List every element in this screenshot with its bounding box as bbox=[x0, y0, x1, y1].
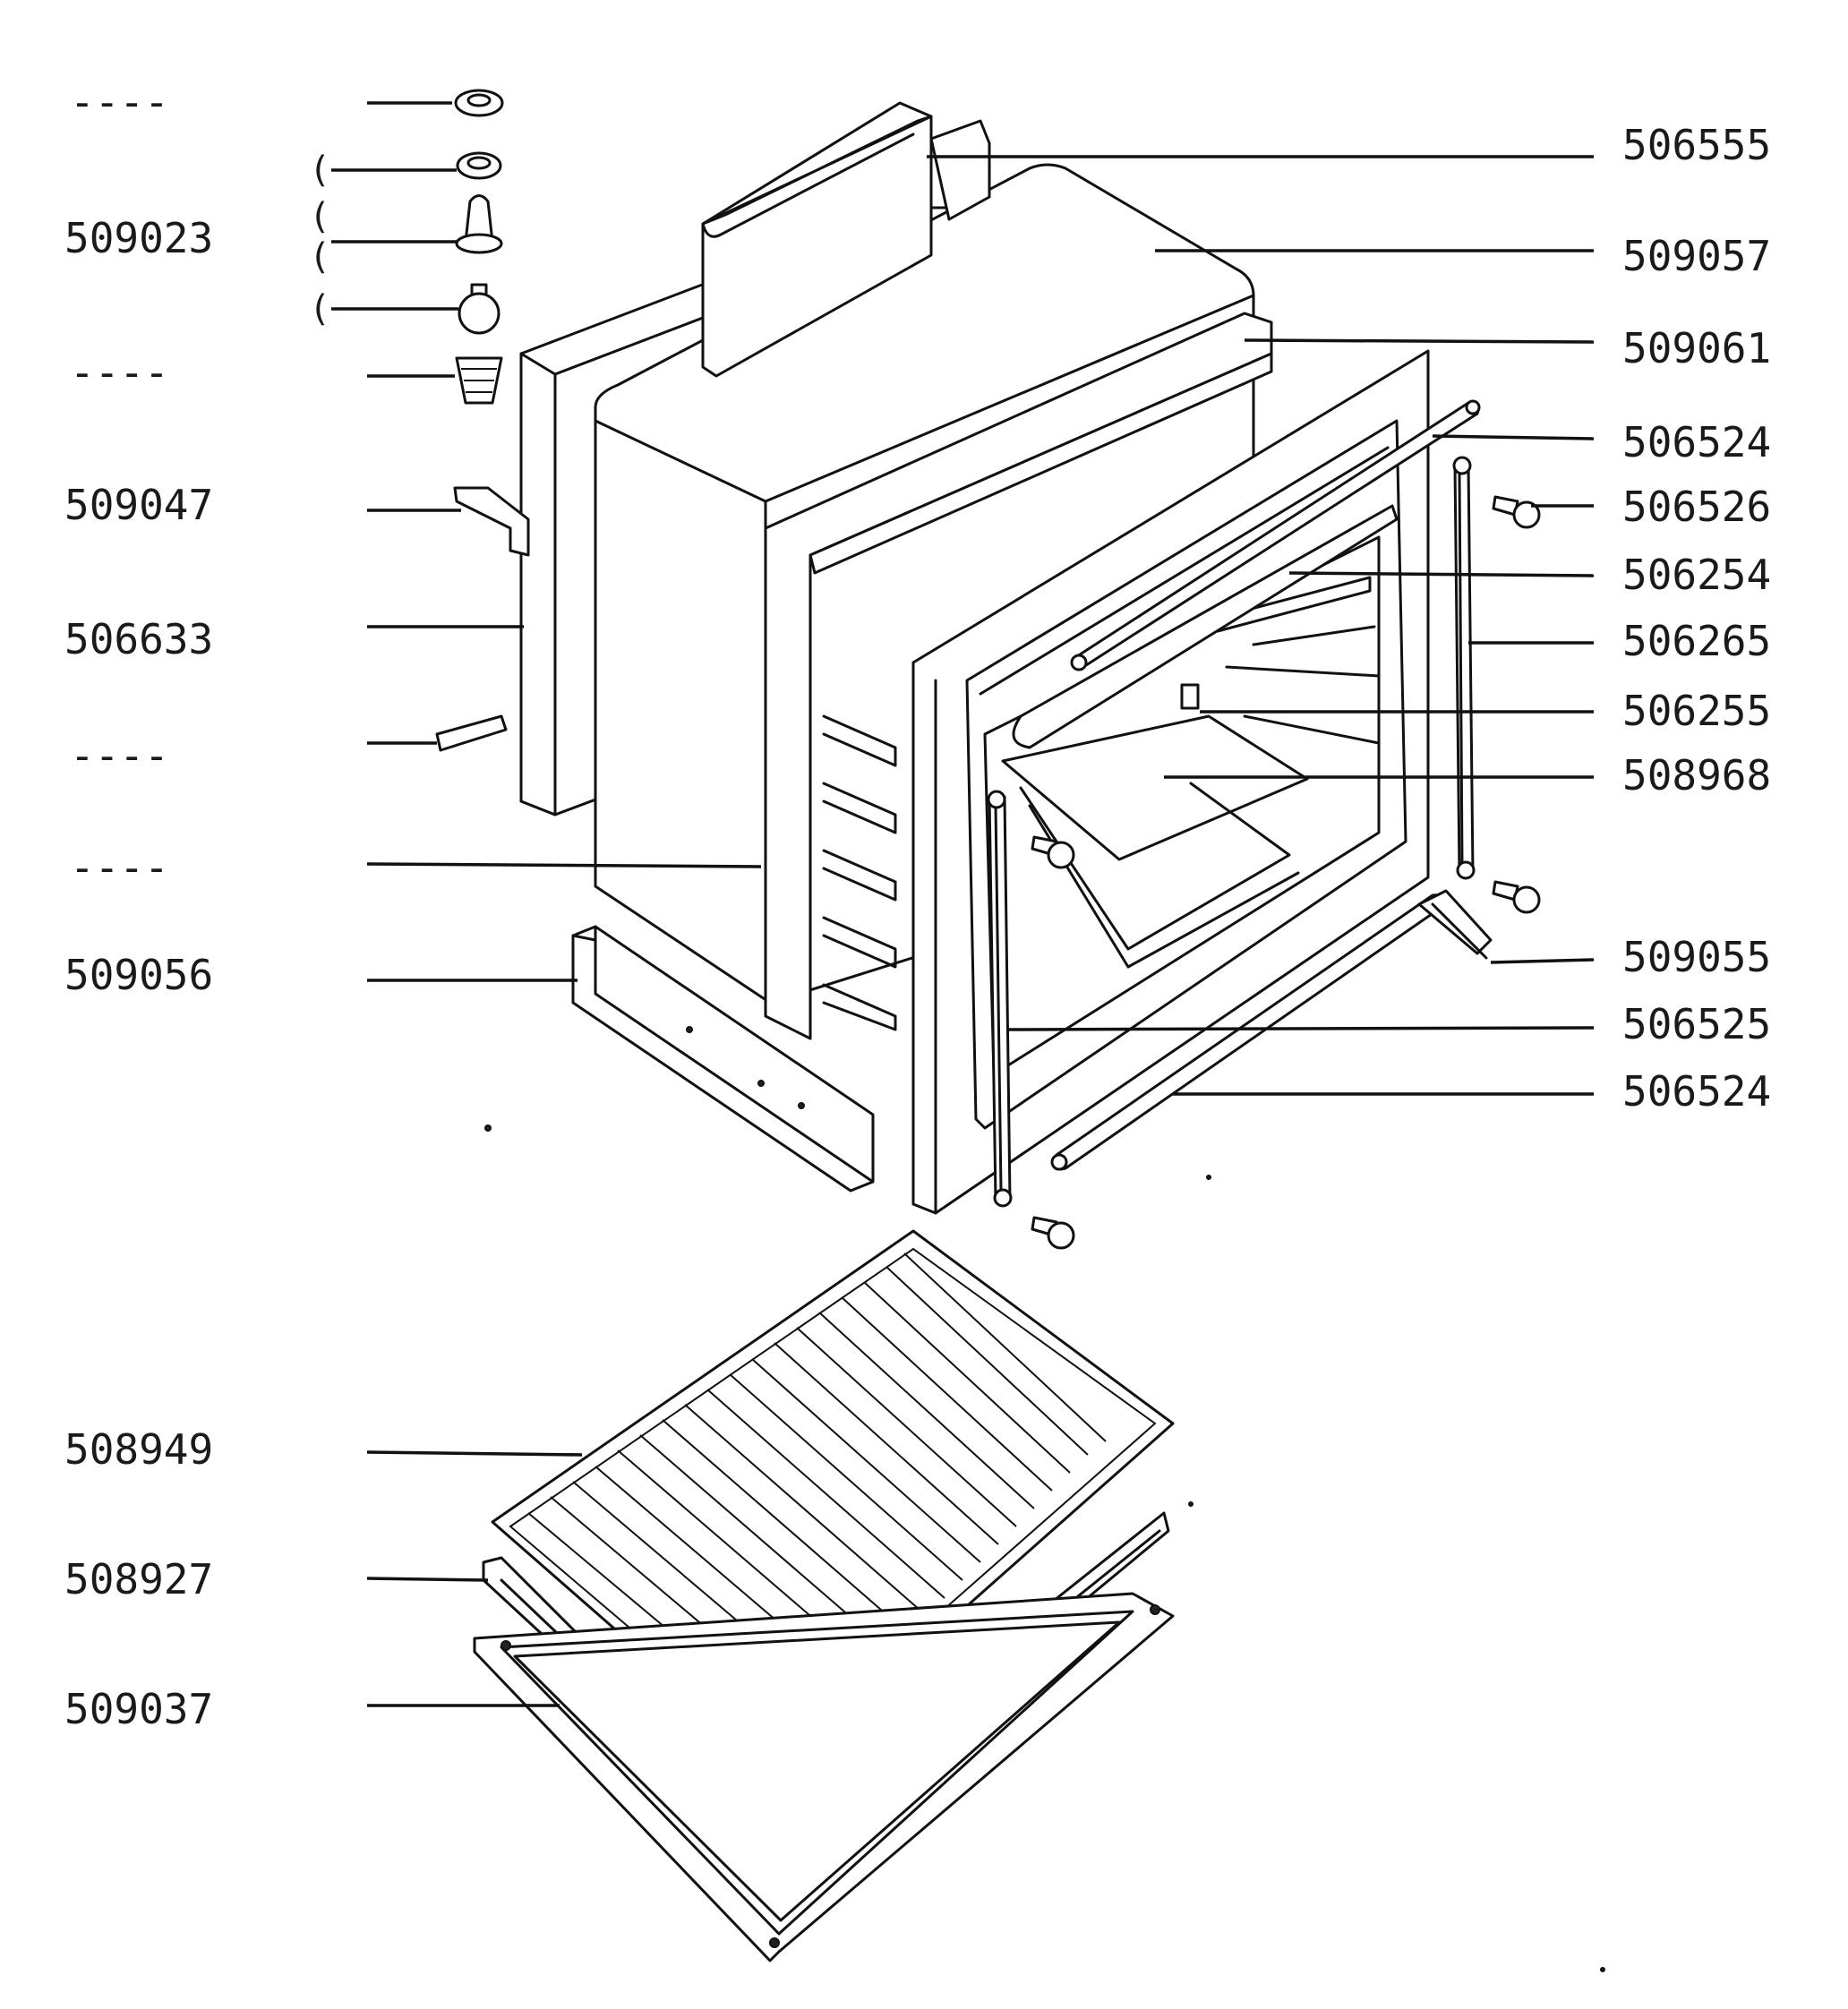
label-hinge: 509055 bbox=[1622, 933, 1771, 981]
left-shelf-support bbox=[987, 790, 1013, 1208]
screw-4 bbox=[1031, 1216, 1075, 1250]
label-bracket: 509047 bbox=[64, 481, 213, 529]
support-screws bbox=[1031, 495, 1541, 1250]
fan-duct bbox=[701, 101, 991, 378]
lamp-parts bbox=[435, 89, 530, 752]
side-shelf-ribs bbox=[822, 714, 897, 1031]
bracket-mark: ( bbox=[309, 288, 330, 329]
screw-3 bbox=[1031, 835, 1075, 869]
label-outer-casing: 509057 bbox=[1622, 232, 1771, 280]
label-lamp-cover: ---- bbox=[70, 348, 169, 397]
bracket-mark: ( bbox=[309, 150, 330, 191]
hinge bbox=[1417, 889, 1493, 960]
right-shelf-support bbox=[1452, 456, 1476, 880]
speck bbox=[1600, 1967, 1605, 1972]
label-top-heating-element: 506524 bbox=[1622, 418, 1771, 466]
label-support-screw: 506526 bbox=[1622, 483, 1771, 531]
grill-element bbox=[1012, 504, 1399, 749]
drip-tray bbox=[473, 1592, 1175, 1962]
cavity-floor bbox=[1001, 714, 1309, 861]
label-drip-tray: 509037 bbox=[64, 1685, 213, 1733]
bracket-marks: ( ( ( ( bbox=[309, 150, 330, 329]
lamp-socket bbox=[464, 194, 494, 244]
element-clip bbox=[1180, 683, 1200, 710]
speck bbox=[484, 1124, 492, 1132]
label-base-rail: 509056 bbox=[64, 951, 213, 999]
label-right-shelf-support: 506265 bbox=[1622, 617, 1771, 665]
label-lamp-assembly: 509023 bbox=[64, 214, 213, 262]
clip-part bbox=[435, 714, 508, 752]
label-fan-duct: 506555 bbox=[1622, 121, 1771, 169]
label-baking-tray: 508927 bbox=[64, 1555, 213, 1603]
base-rail bbox=[571, 925, 875, 1193]
label-wire-shelf: 508949 bbox=[64, 1425, 213, 1474]
oven-body bbox=[519, 163, 1430, 1215]
label-cavity-floor: 508968 bbox=[1622, 751, 1771, 799]
label-insulation: 506633 bbox=[64, 615, 213, 663]
screw-2 bbox=[1492, 880, 1541, 914]
leader-lines bbox=[331, 101, 1595, 1707]
label-grill-element: 506254 bbox=[1622, 551, 1771, 599]
bracket-part bbox=[453, 486, 530, 557]
lamp-bulb bbox=[458, 292, 500, 335]
top-heating-element bbox=[1070, 399, 1481, 671]
bracket-mark: ( bbox=[309, 196, 330, 237]
label-element-clip: 506255 bbox=[1622, 687, 1771, 735]
label-left-shelf-support: 506525 bbox=[1622, 1000, 1771, 1048]
right-labels: 506555 509057 509061 506524 506526 50625… bbox=[1622, 121, 1771, 1116]
screw-1 bbox=[1492, 495, 1541, 529]
label-clip: ---- bbox=[70, 731, 169, 780]
label-oven-cavity: 509061 bbox=[1622, 324, 1771, 372]
speck bbox=[1206, 1175, 1211, 1180]
label-seal: ---- bbox=[70, 843, 169, 892]
speck bbox=[1188, 1501, 1194, 1507]
bracket-mark: ( bbox=[309, 236, 330, 278]
left-labels: ---- 509023 ---- 509047 506633 ---- ----… bbox=[64, 78, 213, 1733]
label-bottom-heating-element: 506524 bbox=[1622, 1067, 1771, 1116]
label-lamp-ring: ---- bbox=[70, 78, 169, 126]
